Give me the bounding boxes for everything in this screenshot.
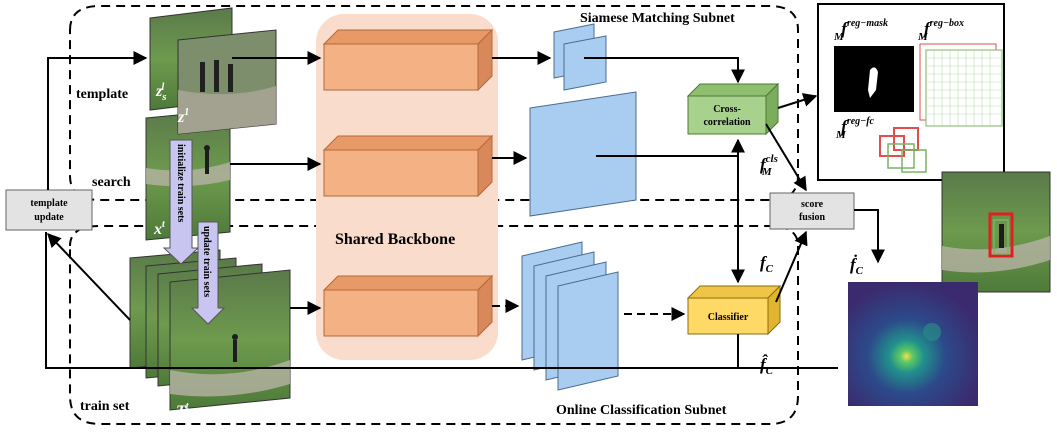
online-subnet-title: Online Classification Subnet (556, 403, 727, 418)
z-s-label: zsl (155, 82, 167, 103)
train-feature-stack (521, 241, 619, 391)
template-update-block: template update (5, 189, 93, 231)
cross-correlation-label-2: correlation (703, 117, 750, 128)
template-image-secondary (177, 29, 277, 135)
z1-label: z1 (177, 107, 189, 126)
score-fusion-block: score fusion (769, 192, 855, 230)
initialize-train-sets-arrow: initialize train sets (162, 139, 200, 265)
initialize-train-sets-label: initialize train sets (175, 144, 186, 222)
score-fusion-label-2: fusion (799, 212, 826, 223)
train-set-label: train set (80, 399, 130, 414)
cross-correlation-block: Cross- correlation (686, 82, 780, 136)
template-update-label-1: template (30, 198, 68, 209)
backbone-block-train (322, 274, 494, 338)
classification-heatmap (848, 282, 978, 406)
score-fusion-label-1: score (801, 199, 824, 210)
update-train-sets-arrow: update train sets (190, 221, 226, 325)
backbone-block-template (322, 28, 494, 92)
tracking-result-image (941, 171, 1051, 293)
Tt-label: Tt (176, 401, 190, 420)
search-feature-map (529, 91, 637, 217)
fc-box-overlap (879, 127, 927, 173)
cross-correlation-label-1: Cross- (713, 104, 741, 115)
flow-arrows (45, 51, 885, 369)
f-C-hat-label: f̂C (760, 354, 774, 377)
shared-backbone-label: Shared Backbone (335, 231, 455, 248)
template-update-label-2: update (34, 212, 64, 223)
f-C-label: fC (760, 253, 774, 275)
template-feature-map (553, 23, 607, 91)
update-train-sets-label: update train sets (201, 226, 212, 297)
template-label: template (76, 87, 128, 102)
f-C-dot-label: ḟC (850, 255, 864, 277)
classifier-block: Classifier (686, 284, 782, 336)
box-grid-stack (919, 43, 1003, 127)
xt-label: xt (153, 219, 166, 238)
search-label: search (92, 175, 131, 190)
classifier-label: Classifier (708, 312, 749, 323)
siamese-subnet-title: Siamese Matching Subnet (580, 11, 735, 26)
backbone-block-search (322, 134, 494, 198)
